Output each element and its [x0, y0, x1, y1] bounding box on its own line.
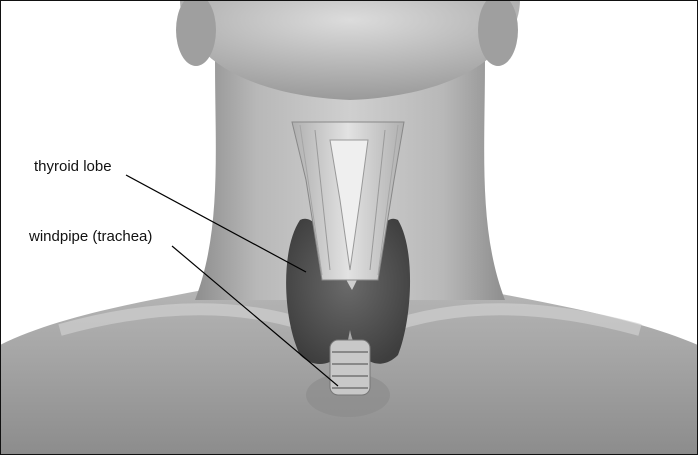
trachea [330, 340, 370, 395]
thyroid-lobe-label: thyroid lobe [34, 159, 112, 174]
windpipe-label: windpipe (trachea) [29, 229, 152, 244]
